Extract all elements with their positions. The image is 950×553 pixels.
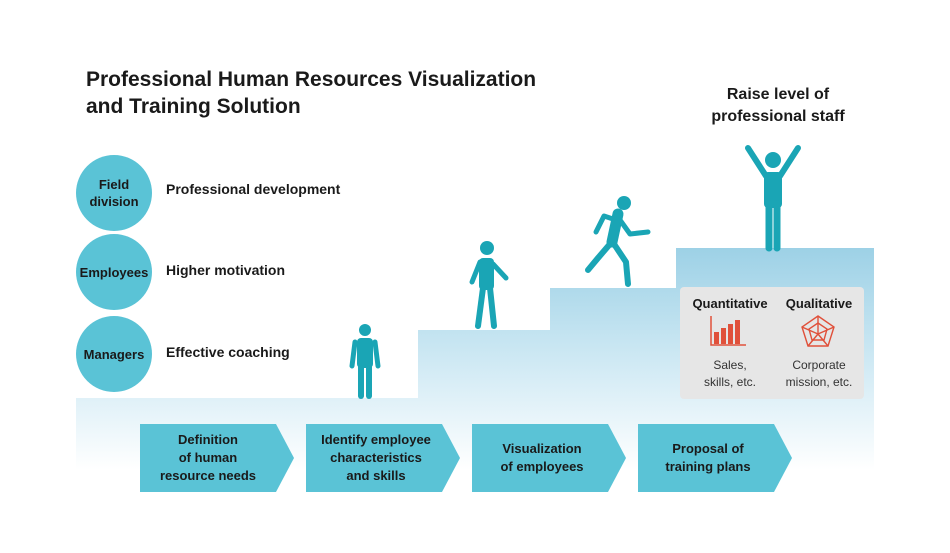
person-running-icon xyxy=(585,196,651,287)
step-arrow-2 xyxy=(306,424,460,492)
row-label-professional-development: Professional development xyxy=(166,181,341,197)
step-arrow-4 xyxy=(638,424,792,492)
person-cheering-icon xyxy=(745,145,801,252)
qualitative-subtext: Corporate mission, etc. xyxy=(785,358,853,389)
qualitative-heading: Qualitative xyxy=(785,296,853,311)
person-standing-icon xyxy=(349,324,381,399)
step-4-label: Proposal of training plans xyxy=(665,441,751,474)
circle-employees: Employees xyxy=(76,234,152,310)
page-title: Professional Human Resources Visualizati… xyxy=(86,68,537,118)
stairs-shape xyxy=(76,248,874,470)
row-label-higher-motivation: Higher motivation xyxy=(166,262,286,278)
step-arrow-3 xyxy=(472,424,626,492)
radar-chart-icon xyxy=(801,315,835,347)
row-label-effective-coaching: Effective coaching xyxy=(166,344,290,360)
step-arrow-1 xyxy=(140,424,294,492)
step-3-label: Visualization of employees xyxy=(500,441,584,474)
goal-label: Raise level of professional staff xyxy=(711,86,845,125)
quantitative-heading: Quantitative xyxy=(692,296,768,311)
step-1-label: Definition of human resource needs xyxy=(159,432,257,483)
person-walking-icon xyxy=(469,241,509,329)
bar-chart-icon xyxy=(710,316,746,346)
quantitative-subtext: Sales, skills, etc. xyxy=(703,358,756,389)
circle-managers: Managers xyxy=(76,316,152,392)
circle-field-division: Field division xyxy=(76,155,152,231)
step-2-label: Identify employee characteristics and sk… xyxy=(321,432,431,483)
